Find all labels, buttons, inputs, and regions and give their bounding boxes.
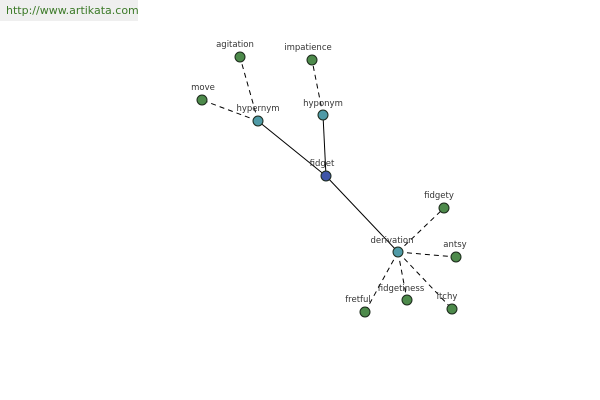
edge-hypernym-agitation [239,56,259,122]
edge-derivation-antsy [397,251,457,258]
site-watermark-link[interactable]: http://www.artikata.com [0,0,139,21]
node-dot-fidget[interactable] [320,170,332,182]
node-fidgetiness[interactable]: fidgetiness [378,284,425,306]
edge-derivation-fidgetiness [397,251,408,301]
node-dot-agitation[interactable] [234,51,246,63]
node-dot-fidgetiness[interactable] [401,294,413,306]
node-hypernym[interactable]: hypernym [236,104,280,127]
node-label-impatience: impatience [284,43,331,53]
node-label-hypernym: hypernym [236,104,279,114]
node-fretful[interactable]: fretful [345,295,371,318]
node-dot-fidgety[interactable] [438,202,450,214]
node-label-agitation: agitation [216,40,254,50]
node-label-hyponym: hyponym [303,99,343,109]
edge-fidget-hyponym [322,114,327,177]
node-hyponym[interactable]: hyponym [303,99,343,121]
node-label-fretful: fretful [345,295,371,305]
edges-layer [201,56,457,313]
node-agitation[interactable]: agitation [216,40,254,63]
node-label-antsy: antsy [443,240,466,250]
node-fidget[interactable]: fidget [310,159,335,182]
node-dot-fretful[interactable] [359,306,371,318]
node-label-fidgety: fidgety [424,191,454,201]
edge-hypernym-move [201,99,259,122]
node-move[interactable]: move [191,83,215,106]
node-label-fidget: fidget [310,159,335,169]
node-dot-impatience[interactable] [306,54,318,66]
node-dot-move[interactable] [196,94,208,106]
node-label-move: move [191,83,215,93]
node-dot-itchy[interactable] [446,303,458,315]
node-impatience[interactable]: impatience [284,43,332,66]
edge-derivation-fretful [364,251,399,313]
node-label-itchy: itchy [437,292,458,302]
edge-hyponym-impatience [311,59,324,116]
node-dot-derivation[interactable] [392,246,404,258]
edge-derivation-fidgety [397,207,445,253]
node-label-derivation: derivation [370,236,413,246]
node-dot-antsy[interactable] [450,251,462,263]
edge-derivation-itchy [397,251,453,310]
edge-fidget-hypernym [257,120,327,177]
edge-fidget-derivation [325,175,399,253]
node-itchy[interactable]: itchy [437,292,458,315]
node-antsy[interactable]: antsy [443,240,467,263]
node-dot-hyponym[interactable] [317,109,329,121]
node-dot-hypernym[interactable] [252,115,264,127]
nodes-layer: fidget hypernym hyponym derivation agitation… [191,40,467,318]
node-label-fidgetiness: fidgetiness [378,284,425,294]
node-derivation[interactable]: derivation [370,236,414,258]
node-fidgety[interactable]: fidgety [424,191,454,214]
